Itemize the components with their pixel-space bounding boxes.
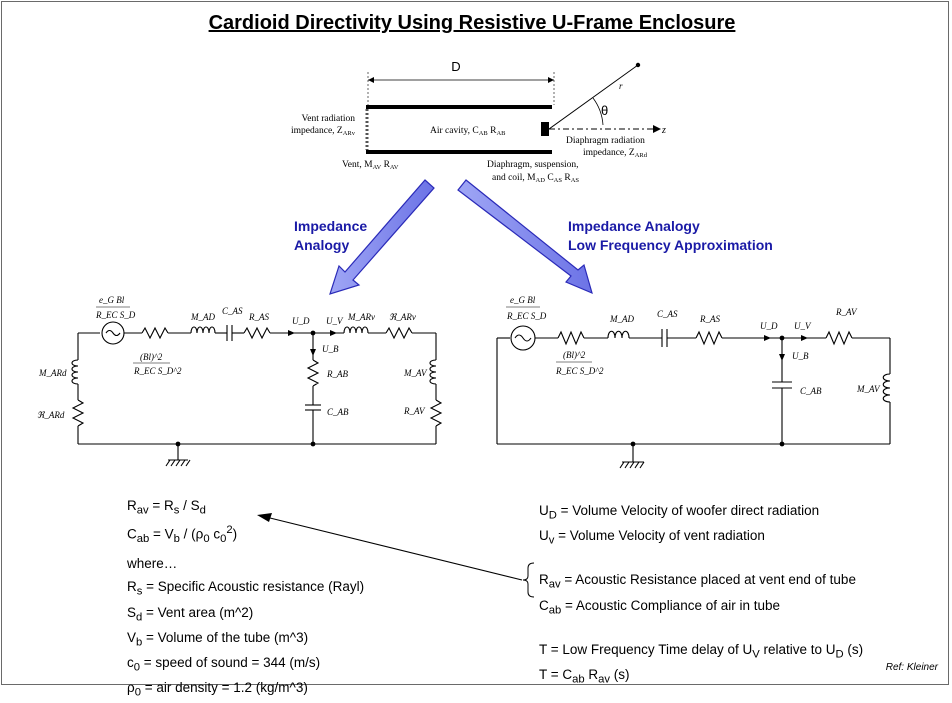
formula-block: Rav = Rs / Sd Cab = Vb / (ρ0 c02) where…… [127, 496, 364, 703]
svg-text:M_AV: M_AV [856, 384, 881, 394]
radius-line [548, 64, 639, 130]
svg-text:U_B: U_B [792, 351, 809, 361]
page-title: Cardioid Directivity Using Resistive U-F… [208, 12, 736, 34]
axis-label: z [661, 125, 666, 136]
where-text: where… [127, 555, 178, 571]
reference-note: Ref: Kleiner [885, 662, 938, 673]
svg-text:(Bl)^2: (Bl)^2 [563, 350, 586, 360]
figure-frame [1, 1, 949, 685]
rs-definition: Rs = Specific Acoustic resistance (Rayl) [127, 579, 365, 599]
left-analogy-line2: Analogy [294, 237, 350, 253]
svg-text:R_AS: R_AS [699, 314, 720, 324]
dimension-label: D [451, 59, 460, 74]
diaphragm [541, 122, 549, 136]
ud-definition: UD = Volume Velocity of woofer direct ra… [539, 503, 820, 522]
svg-text:M_ARv: M_ARv [347, 312, 375, 322]
svg-text:ℜ_ARd: ℜ_ARd [37, 410, 65, 420]
right-analogy-line2: Low Frequency Approximation [568, 237, 773, 253]
right-analogy-line1: Impedance Analogy [568, 218, 700, 234]
vb-definition: Vb = Volume of the tube (m^3) [127, 629, 309, 649]
air-cavity-label: Air cavity, CAB RAB [430, 126, 506, 137]
left-analogy-arrow [329, 179, 435, 295]
definitions-block: UD = Volume Velocity of woofer direct ra… [539, 501, 863, 690]
svg-text:C_AB: C_AB [327, 407, 349, 417]
left-circuit-nodes [175, 330, 337, 447]
svg-text:C_AB: C_AB [800, 386, 822, 396]
left-circuit-labels: e_G Bl R_EC S_D (Bl)^2 R_EC S_D^2 M_AD C… [37, 295, 428, 420]
svg-text:R_AB: R_AB [326, 369, 348, 379]
diagram-canvas: D z r θ Vent radiation impedance, ZARv A… [37, 59, 891, 598]
rav-definition: Rav = Acoustic Resistance placed at vent… [539, 572, 856, 592]
vent-impedance-label: Vent radiation [301, 114, 355, 124]
svg-text:R_EC S_D^2: R_EC S_D^2 [133, 366, 182, 376]
left-analogy-line1: Impedance [294, 218, 368, 234]
svg-text:e_G Bl: e_G Bl [510, 295, 536, 305]
right-analogy-label: Impedance Analogy Low Frequency Approxim… [568, 217, 773, 255]
svg-text:M_AD: M_AD [190, 312, 215, 322]
svg-text:U_D: U_D [292, 316, 310, 326]
svg-text:ℜ_ARv: ℜ_ARv [389, 312, 416, 322]
time-delay-definition: T = Low Frequency Time delay of UV relat… [539, 641, 864, 661]
svg-text:M_AV: M_AV [403, 368, 428, 378]
svg-text:R_EC S_D: R_EC S_D [506, 311, 547, 321]
connector-arrowhead [257, 513, 272, 522]
definition-connector [269, 517, 535, 598]
svg-text:and coil, MAD CAS RAS: and coil, MAD CAS RAS [492, 173, 579, 184]
svg-text:U_V: U_V [794, 321, 812, 331]
rav-formula: Rav = Rs / Sd [127, 498, 206, 517]
svg-text:e_G Bl: e_G Bl [99, 295, 125, 305]
radius-label: r [619, 81, 623, 91]
svg-text:R_AV: R_AV [403, 406, 426, 416]
svg-text:U_V: U_V [326, 316, 344, 326]
tube-figure: D z r θ Vent radiation impedance, ZARv A… [291, 59, 666, 184]
angle-label: θ [601, 103, 608, 118]
svg-text:impedance, ZARv: impedance, ZARv [291, 126, 356, 137]
svg-text:C_AS: C_AS [657, 309, 678, 319]
svg-text:R_EC S_D^2: R_EC S_D^2 [555, 366, 604, 376]
svg-text:R_AS: R_AS [248, 312, 269, 322]
sd-definition: Sd = Vent area (m^2) [127, 604, 254, 624]
c0-definition: c0 = speed of sound = 344 (m/s) [127, 654, 321, 674]
svg-text:U_B: U_B [322, 344, 339, 354]
right-circuit [496, 325, 891, 469]
svg-text:M_AD: M_AD [609, 314, 634, 324]
uv-definition: Uv = Volume Velocity of vent radiation [539, 528, 765, 547]
right-analogy-arrow [457, 179, 593, 295]
diaphragm-label: Diaphragm, suspension, [487, 160, 579, 170]
svg-text:M_ARd: M_ARd [38, 368, 67, 378]
svg-text:C_AS: C_AS [222, 306, 243, 316]
diaphragm-impedance-label: Diaphragm radiation [566, 136, 645, 146]
right-circuit-labels: e_G Bl R_EC S_D (Bl)^2 R_EC S_D^2 M_AD C… [506, 295, 881, 396]
cab-formula: Cab = Vb / (ρ0 c02) [127, 524, 238, 546]
svg-text:(Bl)^2: (Bl)^2 [140, 352, 163, 362]
svg-text:R_AV: R_AV [835, 307, 858, 317]
svg-text:U_D: U_D [760, 321, 778, 331]
cab-definition: Cab = Acoustic Compliance of air in tube [539, 597, 781, 617]
right-circuit-nodes [630, 335, 808, 447]
rho-definition: ρ0 = air density = 1.2 (kg/m^3) [127, 680, 308, 699]
left-circuit [71, 321, 443, 467]
time-delay-formula: T = Cab Rav (s) [539, 666, 630, 686]
left-analogy-label: Impedance Analogy [294, 217, 367, 255]
vent-label: Vent, MAV RAV [342, 160, 399, 171]
svg-text:impedance, ZARd: impedance, ZARd [583, 148, 648, 159]
svg-text:R_EC S_D: R_EC S_D [95, 310, 136, 320]
